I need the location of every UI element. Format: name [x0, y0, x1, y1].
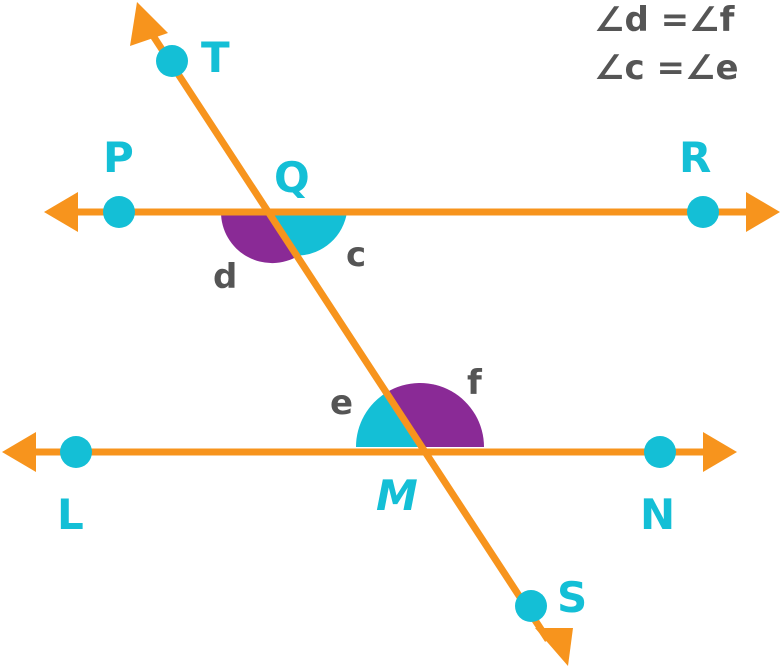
label-n: N	[640, 490, 675, 539]
label-t: T	[201, 33, 230, 82]
label-s: S	[557, 573, 587, 622]
arrowhead-top-ts	[130, 2, 168, 46]
label-l: L	[57, 490, 84, 539]
angle-label-f: f	[467, 363, 483, 403]
equation-c-equals-e: ∠c =∠e	[594, 48, 739, 88]
equation-d-equals-f: ∠d =∠f	[594, 0, 736, 40]
angle-label-e: e	[330, 383, 353, 423]
angle-label-c: c	[346, 235, 366, 275]
point-n	[644, 436, 676, 468]
arrowhead-left-pr	[44, 192, 78, 232]
label-m: M	[376, 471, 418, 520]
arrowhead-bottom-ts	[535, 628, 573, 666]
angle-e-sector	[355, 392, 420, 447]
point-p	[103, 196, 135, 228]
angle-c-sector	[272, 212, 347, 256]
angle-label-d: d	[213, 257, 237, 297]
point-s	[515, 590, 547, 622]
label-q: Q	[274, 153, 310, 202]
point-l	[60, 436, 92, 468]
point-r	[687, 196, 719, 228]
point-t	[156, 45, 188, 77]
label-r: R	[679, 133, 711, 182]
line-ts	[145, 26, 551, 642]
label-p: P	[103, 133, 134, 182]
arrowhead-right-ln	[703, 432, 737, 472]
arrowhead-right-pr	[746, 192, 780, 232]
arrowhead-left-ln	[2, 432, 36, 472]
